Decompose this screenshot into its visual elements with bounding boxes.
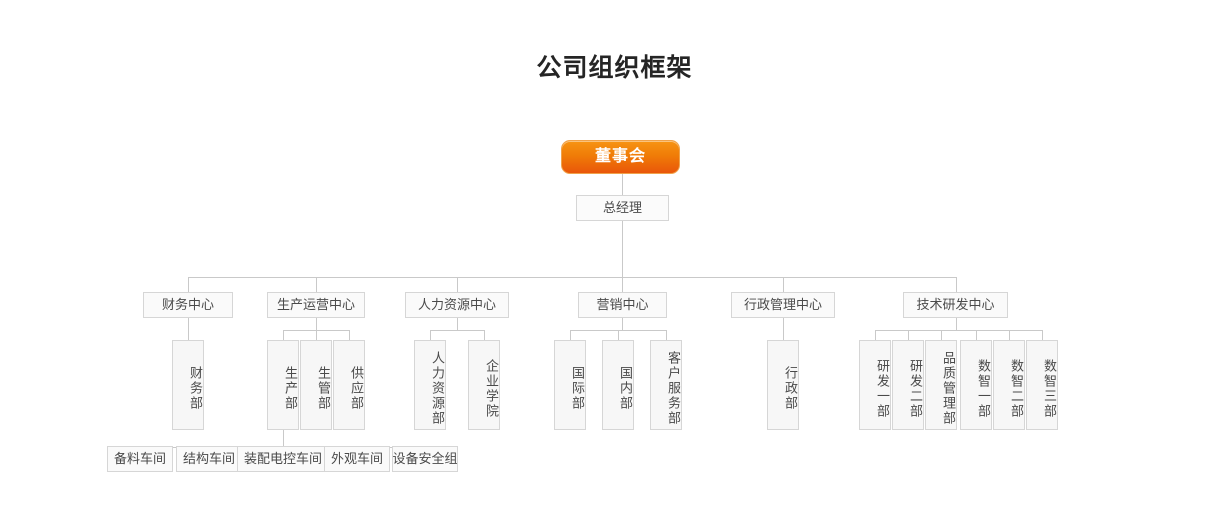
org-node-production-operations-center[interactable]: 生产运营中心 — [267, 292, 365, 318]
org-node-finance-center[interactable]: 财务中心 — [143, 292, 233, 318]
connector-marketing-to-dept-2 — [618, 330, 619, 340]
org-node-workshop-equipment-safety[interactable]: 设备安全组 — [392, 446, 458, 472]
connector-marketing-center-down — [622, 318, 623, 330]
connector-rnd-to-dept-4 — [976, 330, 977, 340]
connector-root-to-gm — [622, 174, 623, 195]
connector-production-dept-down — [283, 430, 284, 447]
org-node-customer-service-department[interactable]: 客户服务部 — [650, 340, 682, 430]
connector-marketing-to-dept-1 — [570, 330, 571, 340]
connector-bus-to-center-4 — [622, 277, 623, 292]
org-node-international-department[interactable]: 国际部 — [554, 340, 586, 430]
connector-rnd-to-dept-6 — [1042, 330, 1043, 340]
connector-rnd-to-dept-1 — [875, 330, 876, 340]
org-node-digital-intelligence-department-3[interactable]: 数智三部 — [1026, 340, 1058, 430]
connector-marketing-to-dept-3 — [666, 330, 667, 340]
connector-rnd-to-dept-2 — [908, 330, 909, 340]
org-node-workshop-appearance[interactable]: 外观车间 — [324, 446, 390, 472]
connector-bus-to-center-1 — [188, 277, 189, 292]
org-node-administration-department[interactable]: 行政部 — [767, 340, 799, 430]
connector-center-bus — [188, 277, 957, 278]
org-node-quality-management-department[interactable]: 品质管理部 — [925, 340, 957, 430]
connector-hr-center-down — [457, 318, 458, 330]
connector-production-to-dept-1 — [283, 330, 284, 340]
connector-hr-to-dept-2 — [484, 330, 485, 340]
org-node-technology-rnd-center[interactable]: 技术研发中心 — [903, 292, 1008, 318]
org-node-workshop-material-prep[interactable]: 备料车间 — [107, 446, 173, 472]
org-node-corporate-academy[interactable]: 企业学院 — [468, 340, 500, 430]
connector-bus-to-center-5 — [783, 277, 784, 292]
connector-rnd-to-dept-5 — [1009, 330, 1010, 340]
org-node-production-department[interactable]: 生产部 — [267, 340, 299, 430]
org-node-supply-department[interactable]: 供应部 — [333, 340, 365, 430]
org-node-human-resources-center[interactable]: 人力资源中心 — [405, 292, 509, 318]
page-title: 公司组织框架 — [536, 54, 693, 82]
org-node-finance-department[interactable]: 财务部 — [172, 340, 204, 430]
org-node-rnd-department-1[interactable]: 研发一部 — [859, 340, 891, 430]
connector-gm-trunk — [622, 221, 623, 277]
org-node-domestic-department[interactable]: 国内部 — [602, 340, 634, 430]
connector-bus-to-center-3 — [457, 277, 458, 292]
org-node-board-of-directors[interactable]: 董事会 — [561, 140, 680, 174]
connector-production-to-dept-2 — [316, 330, 317, 340]
org-node-workshop-structure[interactable]: 结构车间 — [176, 446, 242, 472]
connector-bus-to-center-6 — [956, 277, 957, 292]
org-node-workshop-assembly-electrical-control[interactable]: 装配电控车间 — [237, 446, 329, 472]
connector-production-to-dept-3 — [349, 330, 350, 340]
org-node-marketing-center[interactable]: 营销中心 — [578, 292, 667, 318]
org-node-production-management-department[interactable]: 生管部 — [300, 340, 332, 430]
connector-admin-center-down — [783, 318, 784, 340]
org-node-general-manager[interactable]: 总经理 — [576, 195, 669, 221]
connector-rnd-to-dept-3 — [941, 330, 942, 340]
org-node-human-resources-department[interactable]: 人力资源部 — [414, 340, 446, 430]
org-node-rnd-department-2[interactable]: 研发二部 — [892, 340, 924, 430]
connector-rnd-span — [875, 330, 1042, 331]
connector-production-center-down — [316, 318, 317, 330]
org-node-digital-intelligence-department-2[interactable]: 数智二部 — [993, 340, 1025, 430]
connector-rnd-center-down — [956, 318, 957, 330]
connector-bus-to-center-2 — [316, 277, 317, 292]
org-node-administration-center[interactable]: 行政管理中心 — [731, 292, 835, 318]
connector-hr-to-dept-1 — [430, 330, 431, 340]
connector-finance-center-down — [188, 318, 189, 340]
connector-hr-span — [430, 330, 484, 331]
org-node-digital-intelligence-department-1[interactable]: 数智一部 — [960, 340, 992, 430]
